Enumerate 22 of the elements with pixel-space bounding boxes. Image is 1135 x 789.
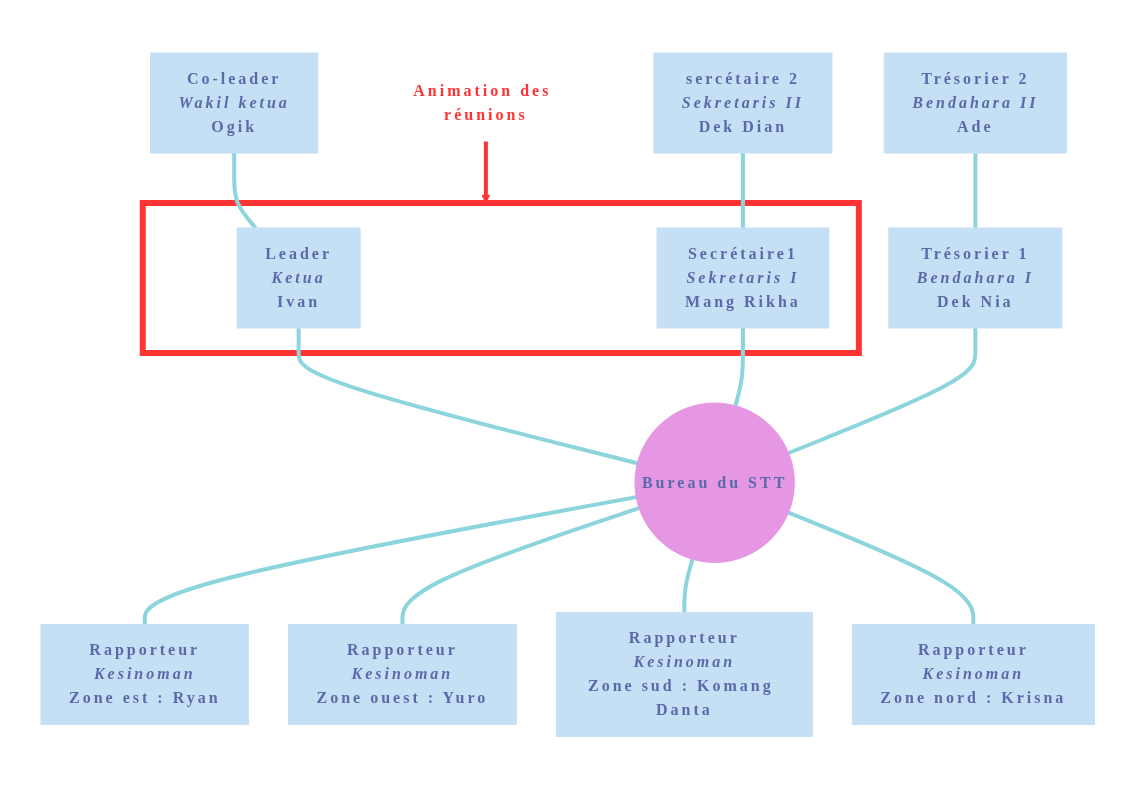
node-circle: Bureau du STT <box>634 402 795 563</box>
cluster <box>139 199 862 356</box>
node-box: Rapporteur Kesinoman Zone ouest : Yuro <box>287 623 517 725</box>
node-box: Rapporteur Kesinoman Zone sud : Komang Danta <box>555 611 813 737</box>
connector <box>400 505 640 625</box>
node-box: Rapporteur Kesinoman Zone est : Ryan <box>40 623 249 725</box>
connector <box>682 558 695 613</box>
node-box: sercétaire 2 Sekretaris II Dek Dian <box>653 52 833 154</box>
node-box: Co-leader Wakil ketua Ogik <box>149 52 319 154</box>
connector <box>787 510 976 625</box>
connector <box>740 152 745 228</box>
node-box: Rapporteur Kesinoman Zone nord : Krisna <box>851 623 1095 725</box>
connector <box>787 327 978 455</box>
connector <box>733 327 745 407</box>
connector <box>296 327 638 465</box>
node-box: Leader Ketua Ivan <box>236 227 361 329</box>
node-box: Secrétaire1 Sekretaris I Mang Rikha <box>656 227 830 329</box>
connector <box>973 152 978 228</box>
node-box: Trésorier 1 Bendahara I Dek Nia <box>888 227 1063 329</box>
node-box: Trésorier 2 Bendahara II Ade <box>883 52 1067 154</box>
connector <box>142 494 637 625</box>
node-text: Animation des réunions <box>413 81 552 123</box>
